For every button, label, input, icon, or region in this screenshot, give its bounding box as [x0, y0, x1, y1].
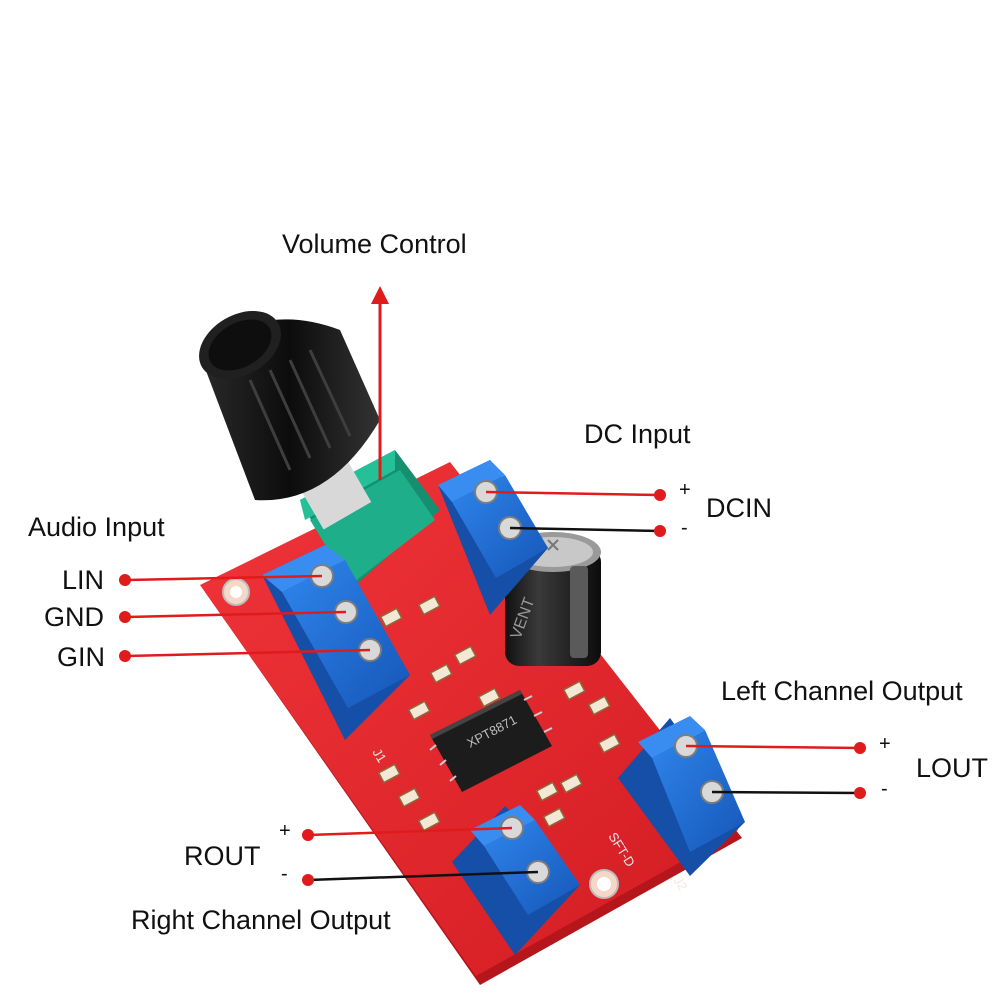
smd-components [377, 595, 621, 832]
terminal-block-left-output [618, 716, 745, 876]
volume-knob [199, 310, 380, 501]
label-dcin: DCIN [706, 493, 772, 523]
label-dcin-plus: + [679, 479, 691, 501]
label-dc-input: DC Input [584, 419, 691, 449]
silk-j2: J2 [670, 874, 690, 894]
terminal-block-audio-input [262, 545, 410, 740]
label-gin: GIN [57, 642, 106, 672]
label-dcin-minus: - [681, 517, 688, 539]
leader-dots [119, 489, 866, 886]
label-lout-minus: - [881, 778, 888, 800]
label-rout-minus: - [281, 863, 288, 885]
label-left-channel-output: Left Channel Output [721, 676, 963, 706]
label-rout-plus: + [279, 820, 291, 842]
label-audio-input: Audio Input [28, 512, 165, 542]
label-lin: LIN [62, 565, 105, 595]
amplifier-chip: XPT8871 [429, 690, 553, 792]
silk-j1: J1 [369, 746, 389, 766]
label-rout: ROUT [184, 841, 261, 871]
label-lout-plus: + [879, 733, 891, 755]
label-gnd: GND [44, 602, 104, 632]
label-right-channel-output: Right Channel Output [131, 905, 391, 935]
label-volume-control: Volume Control [282, 229, 467, 259]
label-lout: LOUT [916, 753, 989, 783]
leader-lines [124, 490, 861, 882]
